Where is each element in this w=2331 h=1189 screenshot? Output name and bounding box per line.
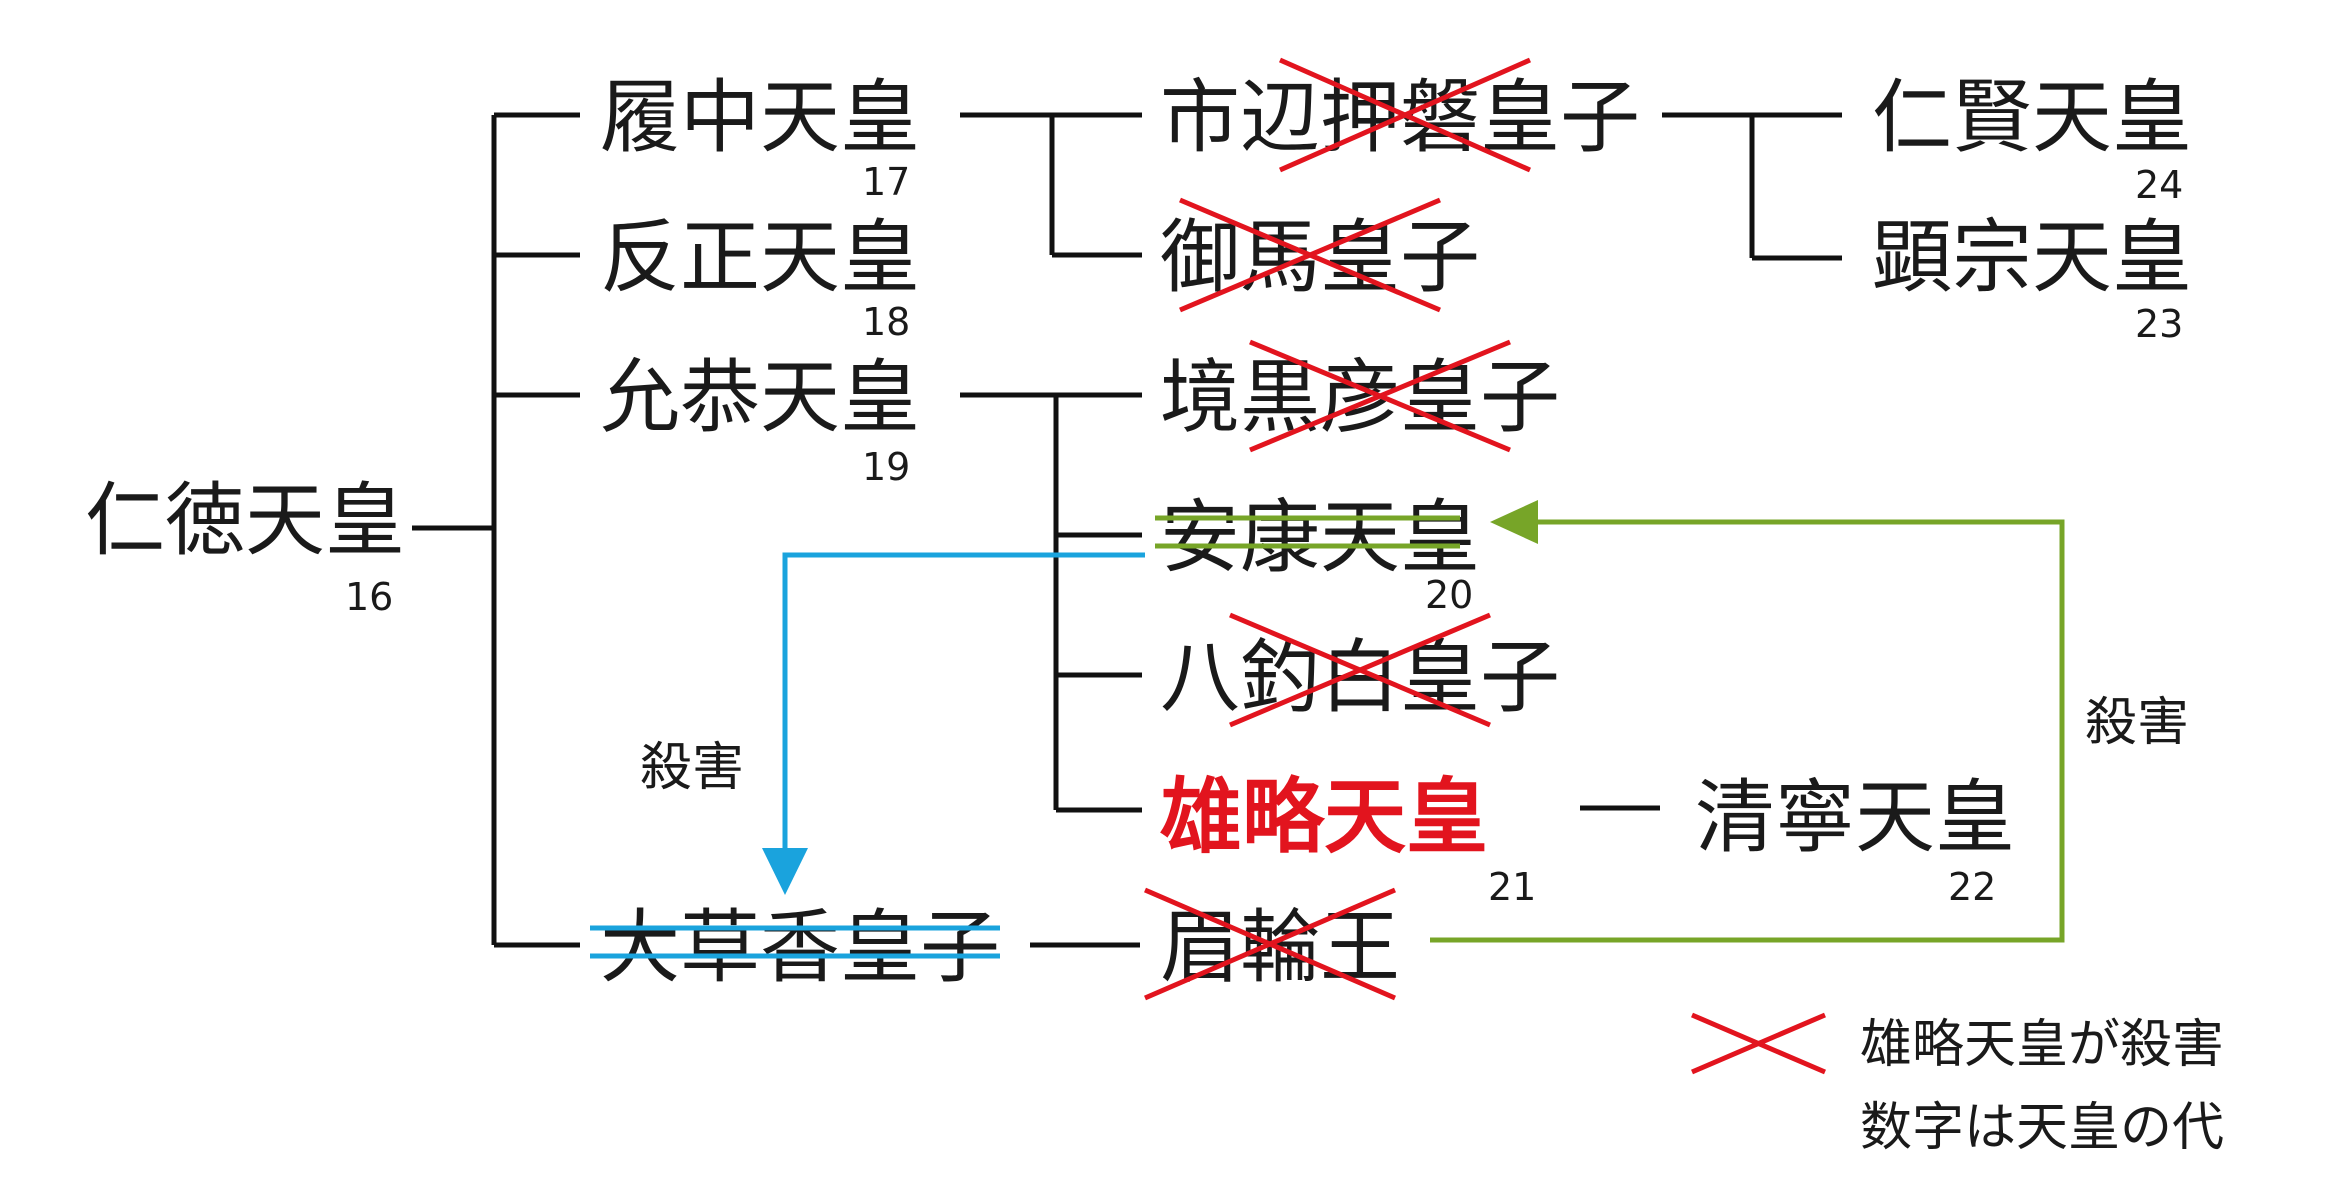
blue-arrow-head [762, 848, 808, 895]
legend: 雄略天皇が殺害 数字は天皇の代 [1691, 1012, 2224, 1158]
mima-node: 御馬皇子 [1160, 197, 1480, 313]
yuryaku-name: 雄略天皇 [1160, 770, 1488, 865]
blue-arrow-line [782, 552, 1145, 868]
hanzei-node: 反正天皇 18 [600, 211, 920, 344]
tree-lines [412, 112, 1842, 948]
anko-generation: 20 [1425, 573, 1473, 617]
yuryaku-node: 雄略天皇 21 [1160, 770, 1536, 909]
green-arrow-label: 殺害 [2085, 693, 2189, 753]
richu-generation: 17 [862, 160, 910, 204]
ichinobe-node: 市辺押磐皇子 [1160, 57, 1640, 173]
kenzo-node: 顕宗天皇 23 [1872, 211, 2192, 346]
nintoku-generation: 16 [345, 575, 393, 619]
yatsuri-node: 八釣白皇子 [1160, 612, 1560, 728]
hanzei-name: 反正天皇 [600, 211, 920, 304]
legend-cross-text: 雄略天皇が殺害 [1860, 1015, 2224, 1075]
mayowa-node: 眉輪王 [1144, 887, 1400, 1001]
seinei-generation: 22 [1948, 865, 1996, 909]
seinei-name: 清寧天皇 [1695, 771, 2015, 864]
mima-cross-b [1179, 197, 1441, 313]
blue-arrow-label: 殺害 [640, 738, 744, 798]
sakai-cross-b [1249, 339, 1511, 453]
kusaka-name: 大草香皇子 [600, 901, 1000, 994]
richu-name: 履中天皇 [600, 71, 920, 164]
kusaka-node: 大草香皇子 [590, 901, 1000, 994]
mayowa-cross-b [1144, 887, 1396, 1001]
anko-name: 安康天皇 [1160, 491, 1480, 584]
ingyo-name: 允恭天皇 [600, 351, 920, 444]
yatsuri-cross-b [1229, 612, 1491, 728]
ninken-node: 仁賢天皇 24 [1872, 71, 2192, 207]
legend-cross-b [1691, 1012, 1826, 1075]
richu-node: 履中天皇 17 [600, 71, 920, 204]
yuryaku-generation: 21 [1488, 865, 1536, 909]
sakai-node: 境黒彦皇子 [1160, 339, 1560, 453]
ninken-generation: 24 [2135, 163, 2183, 207]
ingyo-node: 允恭天皇 19 [600, 351, 920, 489]
sakai-name: 境黒彦皇子 [1160, 351, 1560, 444]
anko-node: 安康天皇 20 [1155, 491, 1480, 617]
green-arrow-head [1490, 500, 1538, 544]
kenzo-name: 顕宗天皇 [1872, 211, 2192, 304]
green-arrow-line [1430, 519, 2065, 943]
seinei-node: 清寧天皇 22 [1695, 771, 2015, 909]
ichinobe-cross-b [1278, 57, 1532, 173]
blue-kill-arrow: 殺害 [640, 552, 1145, 895]
hanzei-generation: 18 [862, 300, 910, 344]
nintoku-name: 仁徳天皇 [85, 474, 405, 567]
legend-number-text: 数字は天皇の代 [1860, 1098, 2224, 1158]
kenzo-generation: 23 [2135, 302, 2183, 346]
green-kill-arrow: 殺害 [1430, 500, 2189, 943]
yatsuri-name: 八釣白皇子 [1160, 631, 1560, 724]
nintoku-node: 仁徳天皇 16 [85, 474, 405, 619]
ingyo-generation: 19 [862, 445, 910, 489]
ninken-name: 仁賢天皇 [1872, 71, 2192, 164]
